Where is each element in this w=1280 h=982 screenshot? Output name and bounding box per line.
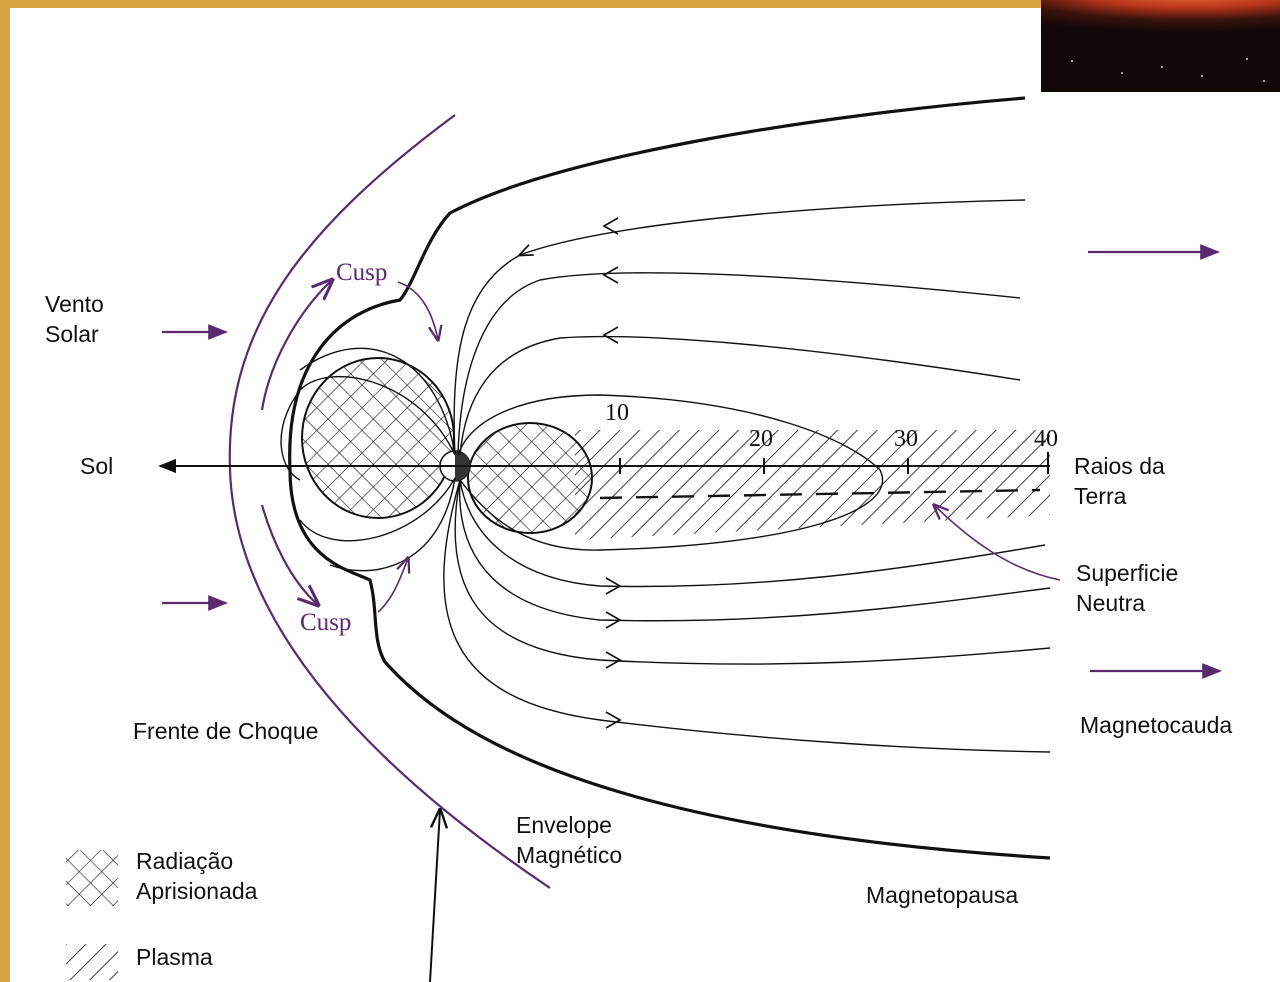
plasma-sheet bbox=[575, 430, 1050, 540]
axis-tick-40: 40 bbox=[1034, 426, 1058, 452]
label-frente-de-choque: Frente de Choque bbox=[133, 718, 318, 744]
label-solar: Solar bbox=[45, 321, 99, 347]
legend-crosshatch-swatch bbox=[66, 850, 118, 906]
label-sol: Sol bbox=[80, 453, 113, 479]
label-magnetico: Magnético bbox=[516, 842, 622, 868]
label-superficie: Superficie bbox=[1076, 560, 1178, 586]
label-cusp-bottom: Cusp bbox=[300, 609, 351, 636]
legend-aprisionada: Aprisionada bbox=[136, 878, 258, 904]
axis-tick-10: 10 bbox=[605, 400, 629, 426]
label-terra: Terra bbox=[1074, 483, 1127, 509]
label-cusp-top: Cusp bbox=[336, 259, 387, 286]
radiation-belt-nightside bbox=[468, 423, 592, 533]
legend-plasma: Plasma bbox=[136, 944, 213, 970]
label-vento: Vento bbox=[45, 291, 104, 317]
bow-shock-pointer bbox=[430, 810, 440, 982]
label-envelope: Envelope bbox=[516, 812, 612, 838]
legend-hatch-swatch bbox=[66, 944, 118, 980]
label-neutra: Neutra bbox=[1076, 590, 1145, 616]
axis-tick-30: 30 bbox=[894, 426, 918, 452]
legend-radiacao: Radiação bbox=[136, 848, 233, 874]
label-magnetocauda: Magnetocauda bbox=[1080, 712, 1232, 738]
radiation-belt-dayside bbox=[302, 358, 454, 518]
axis-tick-20: 20 bbox=[749, 426, 773, 452]
label-raios-da: Raios da bbox=[1074, 453, 1165, 479]
label-magnetopausa: Magnetopausa bbox=[866, 882, 1018, 908]
